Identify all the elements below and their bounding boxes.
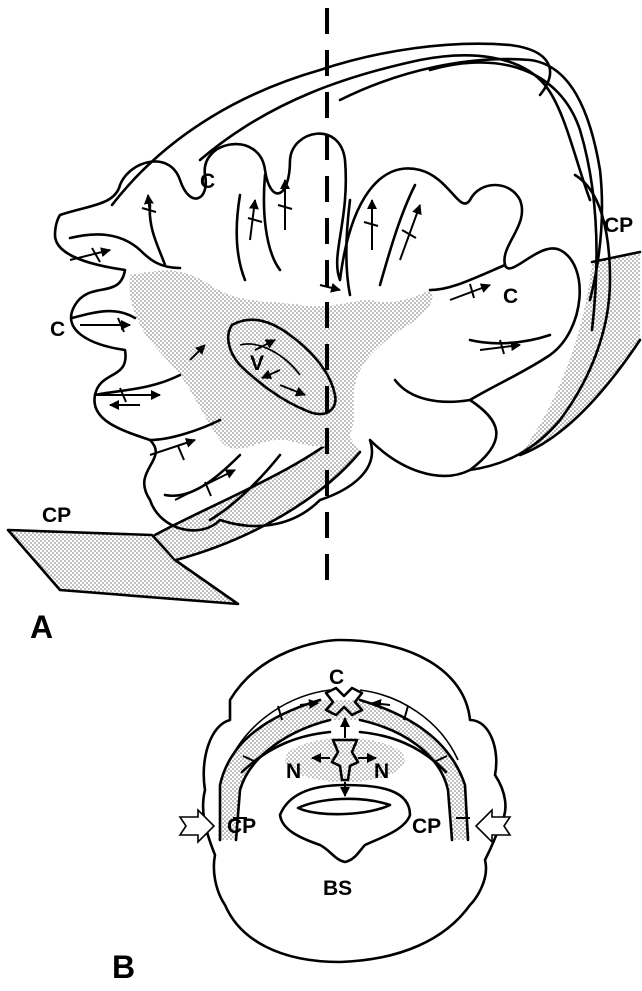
folium-back-1: [112, 44, 550, 205]
white-matter: [129, 271, 432, 449]
tag-n-left: N: [286, 760, 301, 783]
tag-bs: BS: [323, 877, 352, 900]
tag-cp-right-b: CP: [412, 815, 441, 838]
panel-label-a: A: [30, 609, 53, 645]
tag-c-right: C: [503, 285, 518, 308]
tag-cp-right: CP: [604, 214, 633, 237]
fourth-ventricle: [280, 785, 410, 862]
tag-n-right: N: [374, 760, 389, 783]
tag-c-left: C: [50, 318, 65, 341]
tag-v: V: [250, 352, 264, 375]
panel-label-b: B: [112, 949, 135, 985]
tag-c-b: C: [329, 666, 344, 689]
tag-cp-left: CP: [42, 504, 71, 527]
panel-a: C C C V CP CP A: [8, 8, 640, 645]
panel-b: C N N CP CP BS B: [112, 640, 510, 985]
tag-cp-left-b: CP: [227, 815, 256, 838]
tag-c-top: C: [200, 170, 215, 193]
